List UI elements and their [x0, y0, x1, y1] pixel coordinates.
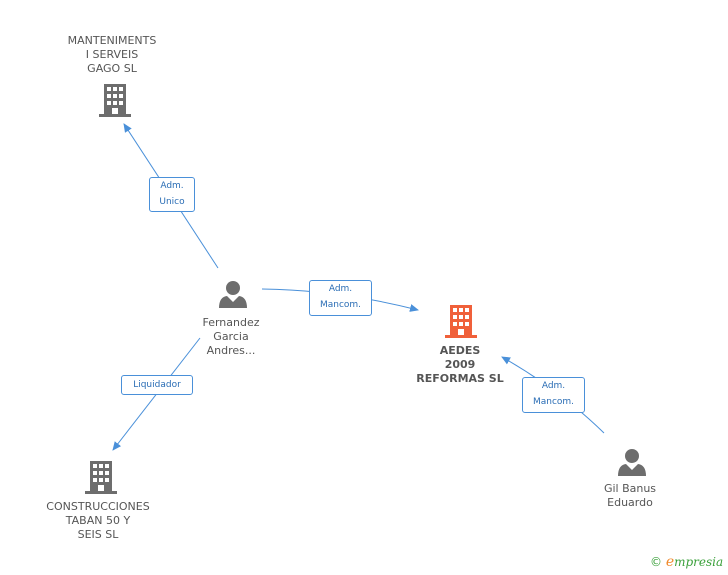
label-line: Garcia	[213, 330, 249, 343]
edge-label-line: Adm.	[160, 181, 184, 191]
building-icon[interactable]	[99, 84, 131, 117]
edge-label-adm-mancom-1[interactable]: Adm. Mancom.	[309, 280, 372, 316]
edge-label-line: Mancom.	[532, 397, 575, 407]
label-line: Andres...	[206, 344, 256, 357]
label-line: I SERVEIS	[85, 48, 139, 61]
label-line: Fernandez	[202, 316, 260, 329]
label-line: AEDES	[439, 344, 481, 357]
edge-label-line: Liquidador	[133, 380, 181, 390]
edge-label-line: Adm.	[328, 284, 353, 294]
footer-brand[interactable]: © empresia	[650, 554, 723, 570]
label-line: REFORMAS SL	[416, 372, 504, 385]
label-line: SEIS SL	[77, 528, 119, 541]
label-line: MANTENIMENTS	[67, 34, 157, 47]
brand-logo: empresia	[665, 554, 724, 570]
label-line: 2009	[444, 358, 476, 371]
edge-label-line: Unico	[159, 197, 185, 207]
edge-label-line: Mancom.	[319, 300, 362, 310]
label-line: TABAN 50 Y	[65, 514, 131, 527]
building-icon[interactable]	[85, 461, 117, 494]
building-icon-main[interactable]	[445, 305, 477, 338]
edge-label-line: Adm.	[541, 381, 566, 391]
person-label-fernandez[interactable]: Fernandez Garcia Andres...	[181, 316, 281, 358]
edge-label-adm-mancom-2[interactable]: Adm. Mancom.	[522, 377, 585, 413]
company-label-aedes[interactable]: AEDES 2009 REFORMAS SL	[400, 344, 520, 386]
person-icon[interactable]	[219, 281, 247, 308]
person-label-gil[interactable]: Gil Banus Eduardo	[580, 482, 680, 510]
label-line: Eduardo	[607, 496, 653, 509]
label-line: Gil Banus	[603, 482, 657, 495]
company-label-manteniments[interactable]: MANTENIMENTS I SERVEIS GAGO SL	[52, 34, 172, 76]
label-line: GAGO SL	[87, 62, 137, 75]
edge-label-adm-unico[interactable]: Adm. Unico	[149, 177, 195, 212]
person-icon[interactable]	[618, 449, 646, 476]
copyright-icon: ©	[650, 555, 662, 569]
edge-label-liquidador[interactable]: Liquidador	[121, 375, 193, 395]
company-label-construcciones[interactable]: CONSTRUCCIONES TABAN 50 Y SEIS SL	[38, 500, 158, 542]
label-line: CONSTRUCCIONES	[46, 500, 150, 513]
